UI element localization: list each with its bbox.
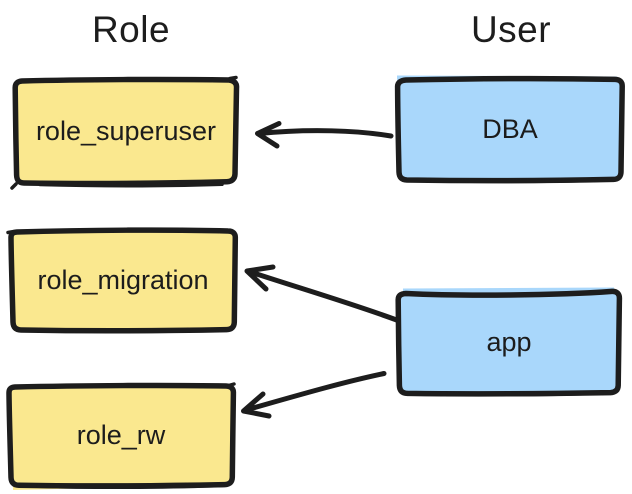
box-user-app-accent <box>430 391 608 397</box>
column-header-user: User <box>470 9 552 50</box>
box-user-dba-outline <box>394 75 625 184</box>
box-role-rw <box>6 382 237 490</box>
box-role-superuser-accent <box>10 75 238 190</box>
column-header-role: Role <box>91 9 171 50</box>
box-role-migration <box>6 227 239 334</box>
arrow-app-to-role-rw <box>241 371 387 419</box>
arrow-dba-to-role-superuser <box>255 121 394 149</box>
box-role-rw-accent <box>36 382 236 490</box>
box-user-dba-accent <box>430 178 612 184</box>
box-label-role-superuser: role_superuser <box>35 115 217 146</box>
boxes-layer <box>6 75 625 490</box>
box-label-user-app: app <box>486 326 532 357</box>
box-user-dba <box>394 75 625 184</box>
box-role-superuser <box>10 75 240 190</box>
box-user-app-outline <box>395 288 623 397</box>
box-label-role-migration: role_migration <box>37 264 209 295</box>
box-user-app <box>395 287 623 397</box>
box-label-role-rw: role_rw <box>76 419 166 450</box>
box-role-superuser-outline <box>12 76 240 187</box>
arrows-layer <box>241 121 401 419</box>
box-role-migration-accent <box>6 229 226 334</box>
box-label-user-dba: DBA <box>482 113 538 144</box>
arrow-app-to-role-migration <box>244 264 401 323</box>
box-role-migration-outline <box>8 227 239 334</box>
